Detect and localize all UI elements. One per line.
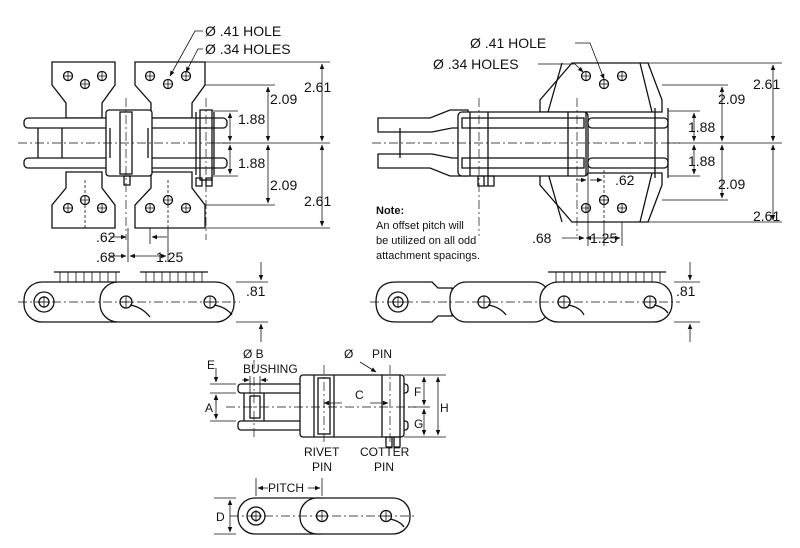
tl-dim-209-bottom: 2.09 — [270, 177, 297, 193]
top-right-plan-view: Ø .41 HOLE Ø .34 HOLES 2.61 2.09 1.88 1.… — [372, 35, 782, 246]
side-view-left: .81 — [18, 262, 268, 342]
tr-hole-041-label: Ø .41 HOLE — [470, 35, 546, 51]
tl-dim-209-top: 2.09 — [270, 91, 297, 107]
label-a: A — [205, 401, 213, 415]
tl-dim-188-bottom: 1.88 — [238, 155, 265, 171]
label-pin: PIN — [372, 347, 392, 361]
tl-hole-034-label: Ø .34 HOLES — [205, 41, 291, 57]
tl-dim-261-top: 2.61 — [304, 79, 331, 95]
tr-dim-062: .62 — [615, 172, 635, 188]
note-line-1: An offset pitch will — [376, 220, 464, 232]
label-h: H — [440, 401, 449, 415]
label-dia: Ø — [344, 347, 353, 361]
label-bushing: BUSHING — [243, 362, 298, 376]
upper-attachment-plate-left — [51, 61, 116, 119]
label-cotter-2: PIN — [374, 460, 394, 474]
label-rivet-2: PIN — [312, 460, 332, 474]
tl-dim-062: .62 — [96, 229, 116, 245]
tr-dim-209-bottom: 2.09 — [718, 176, 745, 192]
tr-dim-261-top: 2.61 — [753, 76, 780, 92]
tr-dim-188-top: 1.88 — [688, 119, 715, 135]
note-title: Note: — [376, 205, 404, 217]
tr-holes — [580, 70, 628, 222]
tl-dim-068: .68 — [96, 249, 116, 265]
tr-hole-034-label: Ø .34 HOLES — [433, 56, 519, 72]
sr-dim-081: .81 — [676, 283, 696, 299]
legend-side-links: PITCH D — [214, 478, 416, 535]
note-line-2: be utilized on all odd — [376, 235, 476, 247]
upper-holes — [62, 70, 192, 90]
label-cotter-1: COTTER — [360, 445, 410, 459]
sl-dim-081: .81 — [246, 283, 266, 299]
tr-dim-261-bottom: 2.61 — [753, 208, 780, 224]
label-rivet-1: RIVET — [304, 445, 340, 459]
label-g: G — [414, 417, 423, 431]
lower-holes — [62, 180, 192, 228]
tr-dim-209-top: 2.09 — [718, 91, 745, 107]
tl-dim-261-bottom: 2.61 — [304, 193, 331, 209]
note-line-3: attachment spacings. — [376, 250, 480, 262]
offset-pitch-note: Note: An offset pitch will be utilized o… — [376, 205, 480, 262]
tl-hole-041-label: Ø .41 HOLE — [205, 23, 281, 39]
legend-cross-section: E A Ø B BUSHING Ø PIN C F G H RIVET PIN … — [205, 347, 449, 474]
label-d: D — [216, 510, 225, 524]
tr-dim-188-bottom: 1.88 — [688, 153, 715, 169]
label-e: E — [207, 358, 215, 372]
tr-dim-068: .68 — [532, 230, 552, 246]
tl-dim-188-top: 1.88 — [238, 111, 265, 127]
top-left-plan-view: Ø .41 HOLE Ø .34 HOLES 2.61 2.09 1.88 1.… — [18, 23, 331, 265]
tr-offset-link — [377, 109, 469, 133]
label-c: C — [355, 388, 364, 402]
side-view-right: .81 — [370, 262, 700, 342]
label-f: F — [414, 385, 421, 399]
label-b: Ø B — [243, 347, 264, 361]
tr-dim-125: 1.25 — [590, 230, 617, 246]
label-pitch: PITCH — [268, 481, 304, 495]
tl-dim-125: 1.25 — [156, 249, 183, 265]
